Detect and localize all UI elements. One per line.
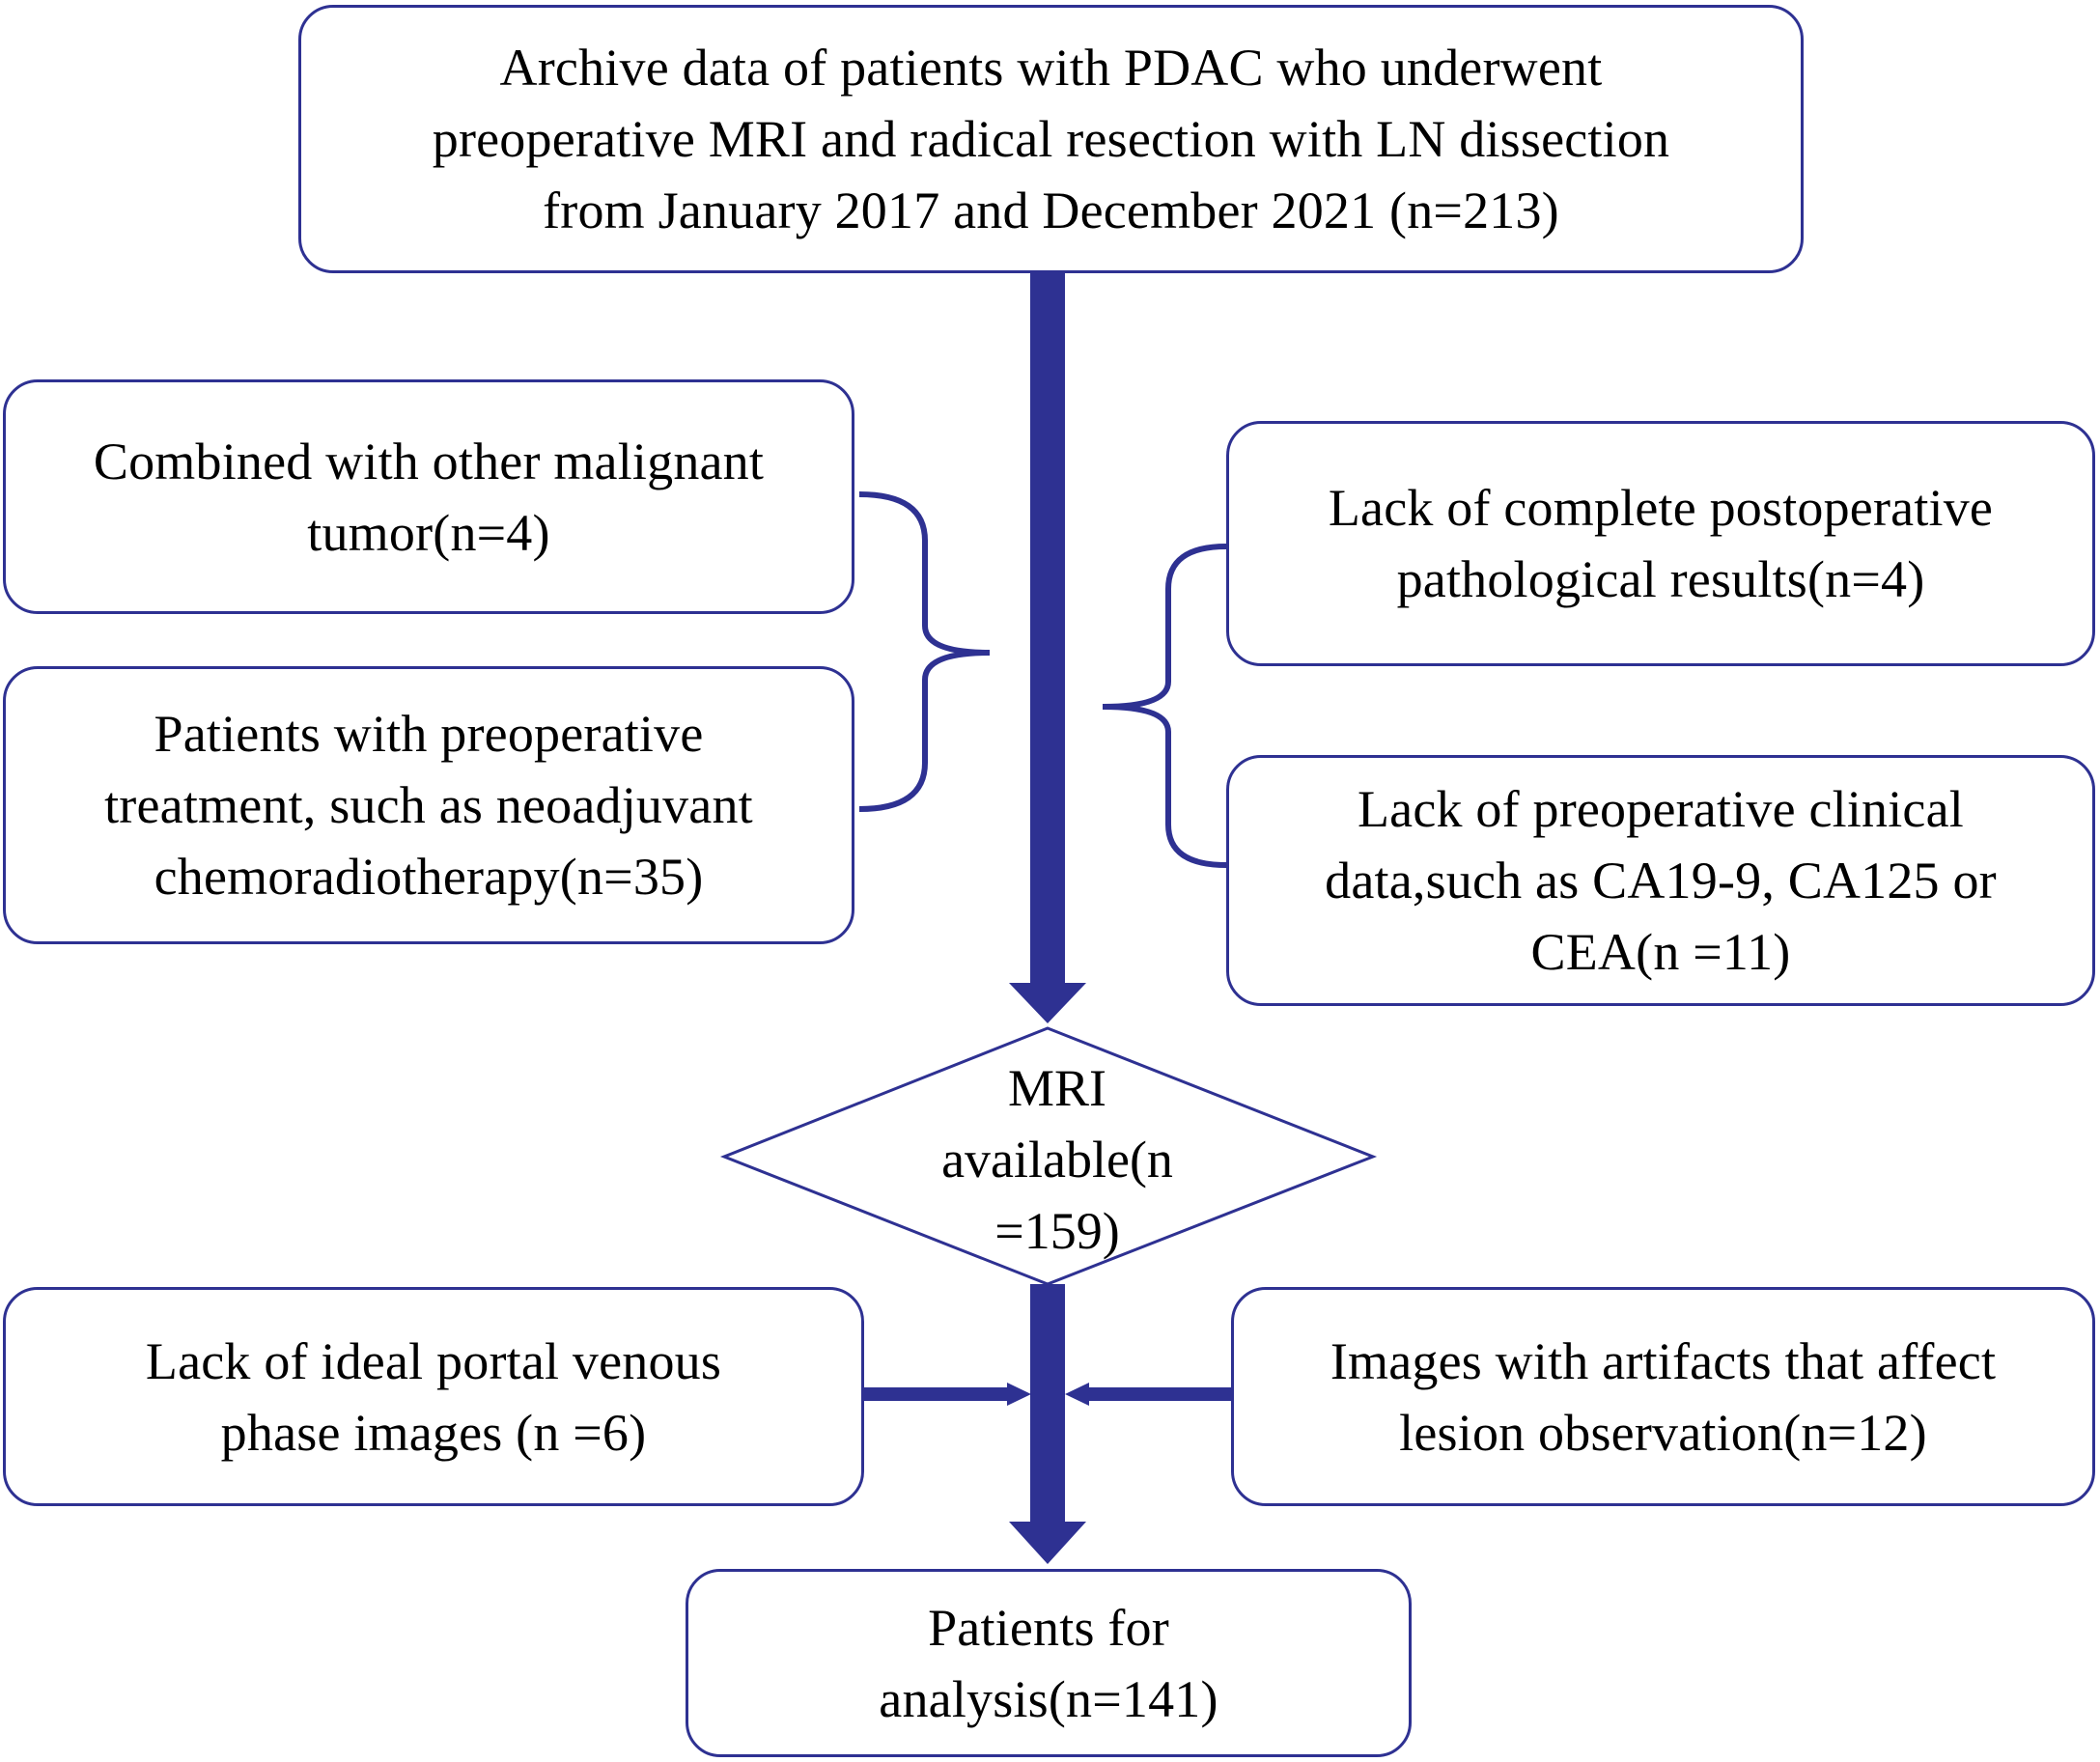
exclusion-artifacts-line-2: lesion observation(n=12) — [1399, 1403, 1927, 1462]
exclusion-artifacts-line-1: Images with artifacts that affect — [1330, 1331, 1997, 1390]
exclusion-box-missing-clinical-data: Lack of preoperative clinical data,such … — [1226, 755, 2095, 1006]
right-exclusion-arrowhead — [1065, 1383, 1089, 1406]
exclusion-box-image-artifacts: Images with artifacts that affect lesion… — [1231, 1287, 2095, 1506]
exclusion-other-malignancy-line-2: tumor(n=4) — [307, 503, 550, 562]
decision-label: MRI available(n =159) — [850, 1052, 1265, 1267]
left-exclusion-arrow-shaft — [864, 1387, 1009, 1401]
exclusion-box-incomplete-pathology: Lack of complete postoperative pathologi… — [1226, 421, 2095, 666]
right-exclusion-brace — [1102, 544, 1227, 868]
end-box: Patients for analysis(n=141) — [686, 1569, 1412, 1757]
decision-line-2: available(n — [941, 1131, 1173, 1189]
exclusion-other-malignancy-line-1: Combined with other malignant — [93, 432, 765, 490]
arrow-to-end — [1009, 1522, 1086, 1564]
exclusion-box-portal-venous-phase: Lack of ideal portal venous phase images… — [3, 1287, 864, 1506]
exclusion-portal-venous-line-1: Lack of ideal portal venous — [145, 1331, 722, 1390]
decision-line-1: MRI — [1007, 1059, 1106, 1117]
exclusion-clinical-data-line-2: data,such as CA19-9, CA125 or — [1325, 852, 1997, 909]
exclusion-clinical-data-line-3: CEA(n =11) — [1530, 923, 1791, 981]
start-box-text: Archive data of patients with PDAC who u… — [433, 32, 1669, 246]
arrow-to-decision — [1009, 983, 1086, 1023]
end-line-2: analysis(n=141) — [879, 1669, 1218, 1728]
right-exclusion-arrow-shaft — [1087, 1387, 1232, 1401]
main-flow-shaft-lower — [1030, 1284, 1065, 1524]
exclusion-clinical-data-line-1: Lack of preoperative clinical — [1358, 780, 1964, 838]
exclusion-pathology-line-2: pathological results(n=4) — [1396, 550, 1925, 608]
exclusion-preop-treatment-line-1: Patients with preoperative — [154, 705, 704, 763]
start-line-2: preoperative MRI and radical resection w… — [432, 110, 1670, 168]
end-line-1: Patients for — [928, 1598, 1169, 1657]
exclusion-box-other-malignancy: Combined with other malignant tumor(n=4) — [3, 379, 854, 614]
start-line-1: Archive data of patients with PDAC who u… — [499, 39, 1603, 97]
decision-line-3: =159) — [994, 1202, 1120, 1260]
left-exclusion-arrowhead — [1007, 1383, 1031, 1406]
exclusion-preop-treatment-line-3: chemoradiotherapy(n=35) — [154, 848, 704, 906]
exclusion-box-preoperative-treatment: Patients with preoperative treatment, su… — [3, 666, 854, 944]
exclusion-portal-venous-line-2: phase images (n =6) — [220, 1403, 647, 1462]
exclusion-preop-treatment-line-2: treatment, such as neoadjuvant — [104, 776, 753, 834]
start-box: Archive data of patients with PDAC who u… — [298, 5, 1804, 273]
main-flow-shaft-upper — [1030, 273, 1065, 985]
start-line-3: from January 2017 and December 2021 (n=2… — [543, 182, 1559, 239]
left-exclusion-brace — [858, 491, 991, 812]
exclusion-pathology-line-1: Lack of complete postoperative — [1328, 479, 1994, 537]
